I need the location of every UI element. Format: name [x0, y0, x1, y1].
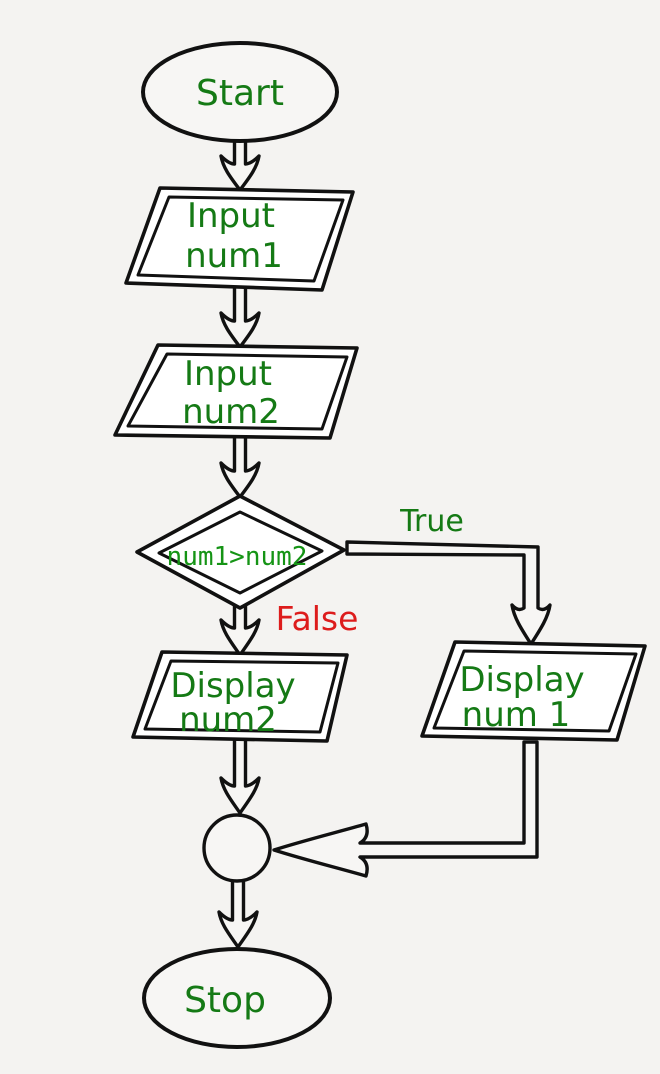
input-num1-label-line1: Input — [187, 196, 275, 236]
stop-label: Stop — [184, 980, 266, 1021]
decision-label: num1>num2 — [167, 542, 308, 572]
arrow-display2-to-connector — [219, 734, 261, 815]
display-num2-label-line2: num2 — [179, 700, 277, 740]
display-num2-node — [131, 650, 349, 743]
decision-node-inner — [157, 510, 324, 595]
decision-node — [135, 494, 346, 610]
input-num2-label-line2: num2 — [182, 392, 280, 432]
arrow-display1-to-connector — [272, 740, 539, 878]
input-num2-node-inner — [126, 352, 349, 431]
display-num1-label-line1: Display — [459, 660, 584, 700]
input-num1-node-inner — [136, 195, 345, 283]
arrow-decision-to-display1 — [345, 540, 552, 646]
input-num1-node — [124, 186, 355, 292]
display-num1-node-inner — [432, 649, 638, 733]
display-num2-node-inner — [143, 659, 340, 734]
arrow-input1-to-input2 — [219, 284, 261, 349]
false-branch-label: False — [276, 599, 359, 638]
start-node — [141, 41, 339, 143]
input-num1-label-line2: num1 — [185, 236, 283, 276]
display-num1-node — [420, 640, 647, 742]
arrow-connector-to-stop — [217, 876, 259, 949]
input-num2-label-line1: Input — [184, 354, 272, 394]
connector-node — [202, 813, 272, 883]
start-label: Start — [196, 73, 284, 114]
stop-node — [142, 947, 332, 1049]
arrow-input2-to-decision — [219, 434, 261, 499]
true-branch-label: True — [399, 504, 464, 539]
display-num1-label-line2: num 1 — [462, 695, 571, 735]
input-num2-node — [113, 343, 359, 440]
display-num2-label-line1: Display — [170, 666, 295, 706]
arrow-start-to-input1 — [219, 136, 261, 192]
